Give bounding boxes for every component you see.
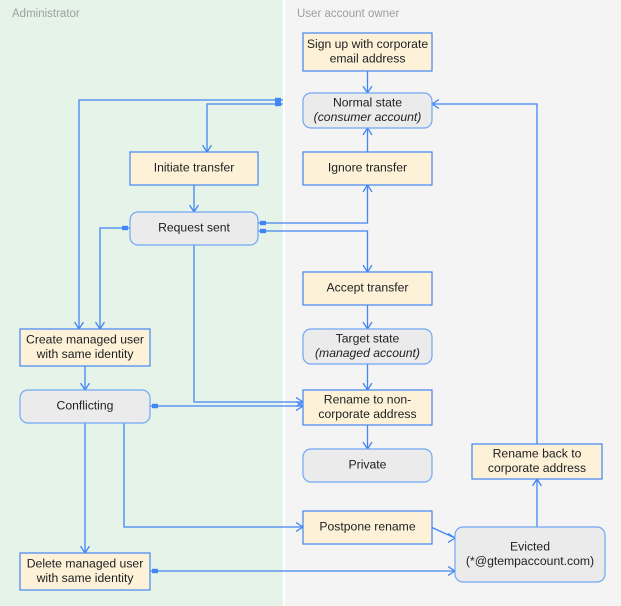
swimlane-label-admin: Administrator [12,8,80,20]
node-postpone[interactable]: Postpone rename [302,510,433,545]
node-private[interactable]: Private [302,448,433,483]
node-label-target-line-0: Target state [336,331,400,345]
node-label-deleteuser-line-1: with same identity [36,571,135,585]
node-label-renameback-line-1: corporate address [488,461,586,475]
node-label-postpone-line-0: Postpone rename [319,520,415,534]
node-label-conflicting-line-0: Conflicting [57,399,114,413]
swimlane-label-user: User account owner [297,8,399,20]
node-label-createuser-line-1: with same identity [36,347,135,361]
node-label-private-line-0: Private [349,458,387,472]
node-label-deleteuser-line-0: Delete managed user [27,556,144,570]
node-initiate[interactable]: Initiate transfer [129,151,259,186]
edge-stub-request-ignore [260,220,266,226]
node-label-renameto-line-0: Rename to non- [324,392,411,406]
node-shape-private [302,448,433,483]
node-shape-request [129,211,259,246]
node-shape-postpone [302,510,433,545]
edge-stub-request-accept [260,228,266,234]
node-evicted[interactable]: Evicted(*@gtempaccount.com) [454,526,606,583]
edge-stub-normal-createuser [275,97,281,103]
edge-request-createuser [99,227,130,329]
node-shape-initiate [129,151,259,186]
edge-renameback-normal [432,103,538,444]
node-renameto[interactable]: Rename to non-corporate address [302,389,433,426]
node-label-signup-line-1: email address [330,51,406,65]
node-label-target-line-1: (managed account) [315,346,420,360]
node-normal[interactable]: Normal state(consumer account) [302,92,433,129]
edge-normal-createuser [78,99,283,329]
node-shape-target [302,328,433,365]
node-shape-ignore [302,151,433,186]
edge-stub-delete-evicted [152,568,158,574]
edge-conflicting-postpone [123,423,303,528]
edge-normal-initiate [206,103,283,152]
node-label-renameback-line-0: Rename back to [493,446,582,460]
node-shape-conflicting [19,389,151,424]
edges [74,71,542,576]
edge-request-accept [258,230,369,272]
edge-stub-conflicting-renameto [152,403,158,409]
node-request[interactable]: Request sent [129,211,259,246]
node-target[interactable]: Target state(managed account) [302,328,433,365]
node-label-renameto-line-1: corporate address [318,407,416,421]
node-label-evicted-line-0: Evicted [510,539,550,553]
edge-stub-request-createuser [122,225,128,231]
swimlane-labels: Administrator User account owner [12,8,399,20]
node-shape-createuser [19,328,151,367]
node-shape-deleteuser [19,552,151,591]
node-conflicting[interactable]: Conflicting [19,389,151,424]
node-label-initiate-line-0: Initiate transfer [154,161,235,175]
node-label-createuser-line-0: Create managed user [26,332,144,346]
node-shape-renameback [471,443,603,480]
edge-stub-normal-initiate [275,101,281,107]
edge-request-renameto [193,245,303,403]
node-accept[interactable]: Accept transfer [302,271,433,306]
node-label-evicted-line-1: (*@gtempaccount.com) [466,554,594,568]
node-label-request-line-0: Request sent [158,221,230,235]
node-shape-renameto [302,389,433,426]
node-label-signup-line-0: Sign up with corporate [307,37,428,51]
node-label-accept-line-0: Accept transfer [327,281,409,295]
swimlane-admin [0,0,283,606]
node-shape-signup [302,32,433,72]
node-label-ignore-line-0: Ignore transfer [328,161,407,175]
node-shape-evicted [454,526,606,583]
node-shape-normal [302,92,433,129]
node-shape-accept [302,271,433,306]
node-ignore[interactable]: Ignore transfer [302,151,433,186]
node-label-normal-line-1: (consumer account) [314,110,422,124]
edge-request-ignore [258,185,369,224]
node-label-normal-line-0: Normal state [333,95,402,109]
